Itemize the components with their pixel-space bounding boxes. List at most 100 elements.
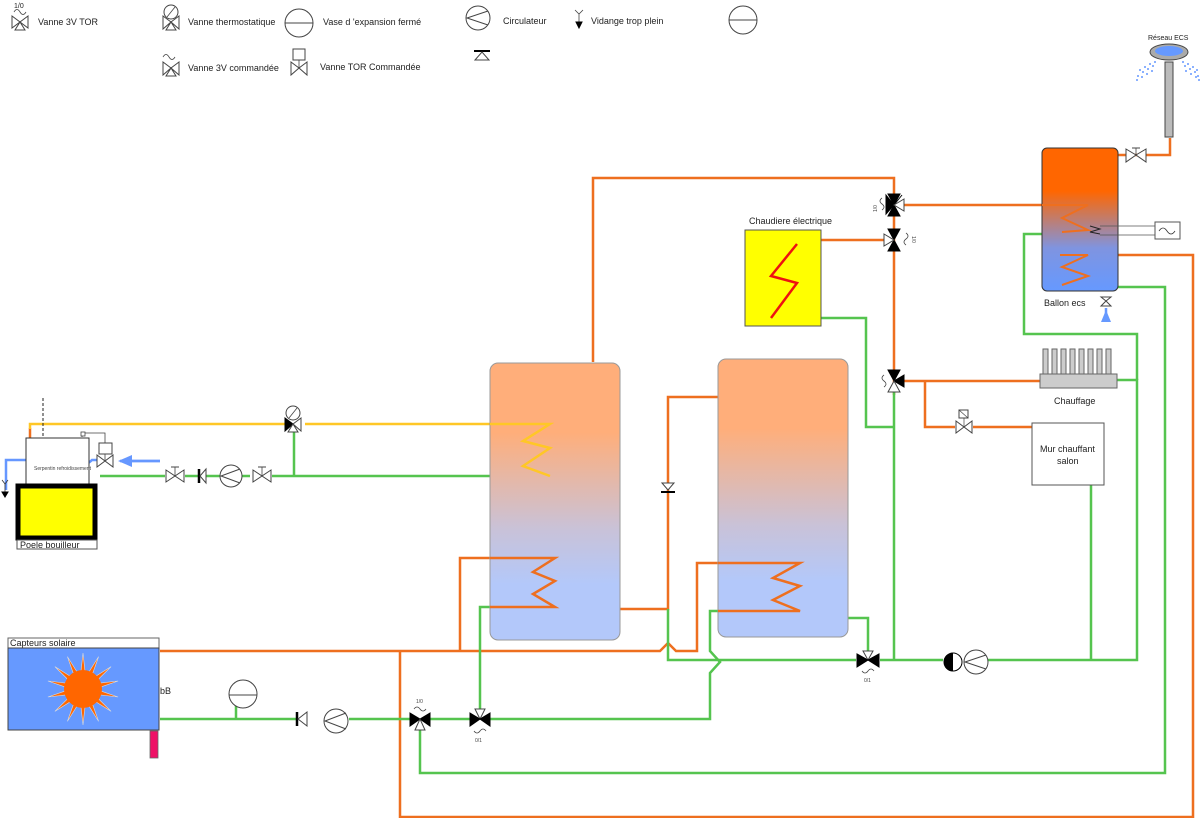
valve-v3[interactable] [881, 369, 905, 393]
legend-label: Circulateur [503, 16, 547, 26]
buffer-tank-1 [489, 362, 621, 641]
solar-pump[interactable] [323, 708, 349, 734]
thermostatic-valve[interactable] [284, 405, 302, 433]
pipe-tank2-return [845, 616, 870, 652]
poele-firebox [15, 483, 98, 541]
two-way-valve-icon [1125, 148, 1147, 163]
legend: 1/0 Vanne 3V TOR Vanne thermostatique Va… [11, 3, 758, 77]
legend-vidange: Vidange trop plein [574, 9, 663, 30]
legend-check-symbol [473, 50, 491, 61]
main-circulator[interactable] [943, 649, 989, 675]
chaudiere-label: Chaudiere électrique [749, 216, 832, 226]
actuator-wave-icon [861, 668, 875, 674]
buffer-tank-2 [717, 358, 849, 638]
pipe-main-return-b [988, 378, 1139, 662]
actuator-wave-icon [413, 706, 427, 712]
reseau-ecs: Réseau ECS [1136, 35, 1200, 138]
valve-state-label: 1/0 [910, 236, 916, 243]
ecs-inlet-valve[interactable] [1099, 296, 1113, 322]
legend-circulateur: Circulateur [465, 5, 547, 31]
ecs-coil-top [1042, 204, 1092, 233]
pipe-tank-bottom-return [666, 609, 856, 662]
pipe-poele-hot-a [28, 422, 287, 429]
valve-v6[interactable]: 0/1 [856, 650, 880, 684]
mur-chauffant: Mur chauffant salon [1031, 422, 1105, 486]
pump-icon [963, 649, 989, 675]
three-way-valve-icon [474, 708, 486, 721]
pipe-solar-hot [160, 561, 800, 653]
mur-chauffant-box [1031, 422, 1105, 486]
three-way-valve-icon [883, 233, 895, 247]
lightning-icon [768, 243, 800, 319]
actuator-wave-icon [473, 728, 487, 734]
ballon-ecs-label: Ballon ecs [1044, 298, 1086, 308]
legend-label: Vase d 'expansion fermé [323, 17, 421, 27]
valve-v1[interactable]: 1/0 [873, 193, 905, 217]
legend-vanne-3v-tor: 1/0 Vanne 3V TOR [11, 3, 99, 31]
ac-wave-icon [1158, 227, 1176, 235]
actuator-box-icon [292, 48, 306, 61]
legend-vanne-tor-commandee: Vanne TOR Commandée [290, 48, 421, 77]
pump-icon [465, 5, 491, 31]
poele-isolation-valve-2[interactable] [252, 466, 272, 483]
legend-label: Vanne 3V TOR [38, 17, 99, 27]
check-valve-icon [660, 482, 676, 491]
transfer-check-valve [660, 482, 676, 493]
two-way-valve-icon [290, 61, 308, 77]
three-way-valve-icon [287, 417, 302, 433]
chaudiere-electrique: Chaudiere électrique [744, 216, 832, 327]
shower-pipe [1164, 61, 1174, 138]
poele-isolation-valve-1[interactable] [165, 466, 185, 483]
tank-2 [717, 358, 849, 638]
actuator-wave-icon [881, 374, 887, 388]
mur-chauffant-sublabel: salon [1057, 456, 1079, 466]
three-way-valve-icon [862, 650, 874, 662]
three-way-valve-icon [162, 15, 180, 31]
cooling-coil-label: Serpentin refroidissement [34, 466, 92, 472]
valve-state-label: 1/0 [14, 3, 24, 10]
poele-safety-valve[interactable] [96, 442, 114, 468]
pipe-tank-transfer [620, 395, 718, 611]
solar-check-valve [295, 710, 308, 728]
water-spray-icon [1136, 61, 1200, 81]
poele-pump[interactable] [219, 464, 243, 488]
radiator-icon [1039, 348, 1118, 389]
tank-1 [489, 362, 621, 641]
valve-state-label: 1/0 [416, 699, 423, 705]
arrow-up-icon [1101, 310, 1111, 322]
legend-vase-2 [728, 5, 758, 35]
valve-v5[interactable]: 0/1 [469, 708, 491, 744]
check-valve-icon [199, 467, 207, 485]
valve-state-label: 1/0 [873, 205, 879, 212]
three-way-valve-icon [11, 15, 29, 31]
pipe-chaudiere-return [816, 316, 894, 429]
solar-sensor [149, 730, 159, 759]
mur-valve[interactable] [955, 409, 973, 434]
three-way-valve-icon [893, 198, 905, 212]
poele-bouilleur: Serpentin refroidissement Poele bouilleu… [15, 398, 106, 550]
expansion-vessel-icon [228, 679, 258, 709]
legend-label: Vidange trop plein [591, 16, 663, 26]
pipes [4, 138, 1195, 818]
pipe-ecs-loop [398, 253, 1195, 818]
valve-v2[interactable]: 1/0 [883, 228, 916, 252]
arrow-left-icon [118, 455, 132, 467]
two-way-valve-icon [1099, 296, 1113, 307]
pump-icon [323, 708, 349, 734]
two-way-valve-icon [955, 420, 973, 434]
reseau-ecs-label: Réseau ECS [1148, 35, 1189, 42]
pipe-tank1-top-to-valves [591, 176, 896, 395]
poele-check-valve [197, 467, 207, 485]
three-way-valve-icon [414, 717, 426, 731]
legend-label: Vanne thermostatique [188, 17, 275, 27]
chauffage: Chauffage [1039, 348, 1118, 406]
ecs-coil-bottom [1059, 254, 1092, 286]
thermostat-box [1154, 221, 1181, 240]
check-valve-icon [473, 51, 491, 61]
tank1-solar-coil [490, 556, 560, 609]
ecs-outlet-valve[interactable] [1125, 147, 1147, 163]
valve-state-label: 0/1 [475, 738, 482, 744]
chauffage-label: Chauffage [1054, 396, 1095, 406]
valve-v4[interactable]: 1/0 [409, 699, 431, 731]
